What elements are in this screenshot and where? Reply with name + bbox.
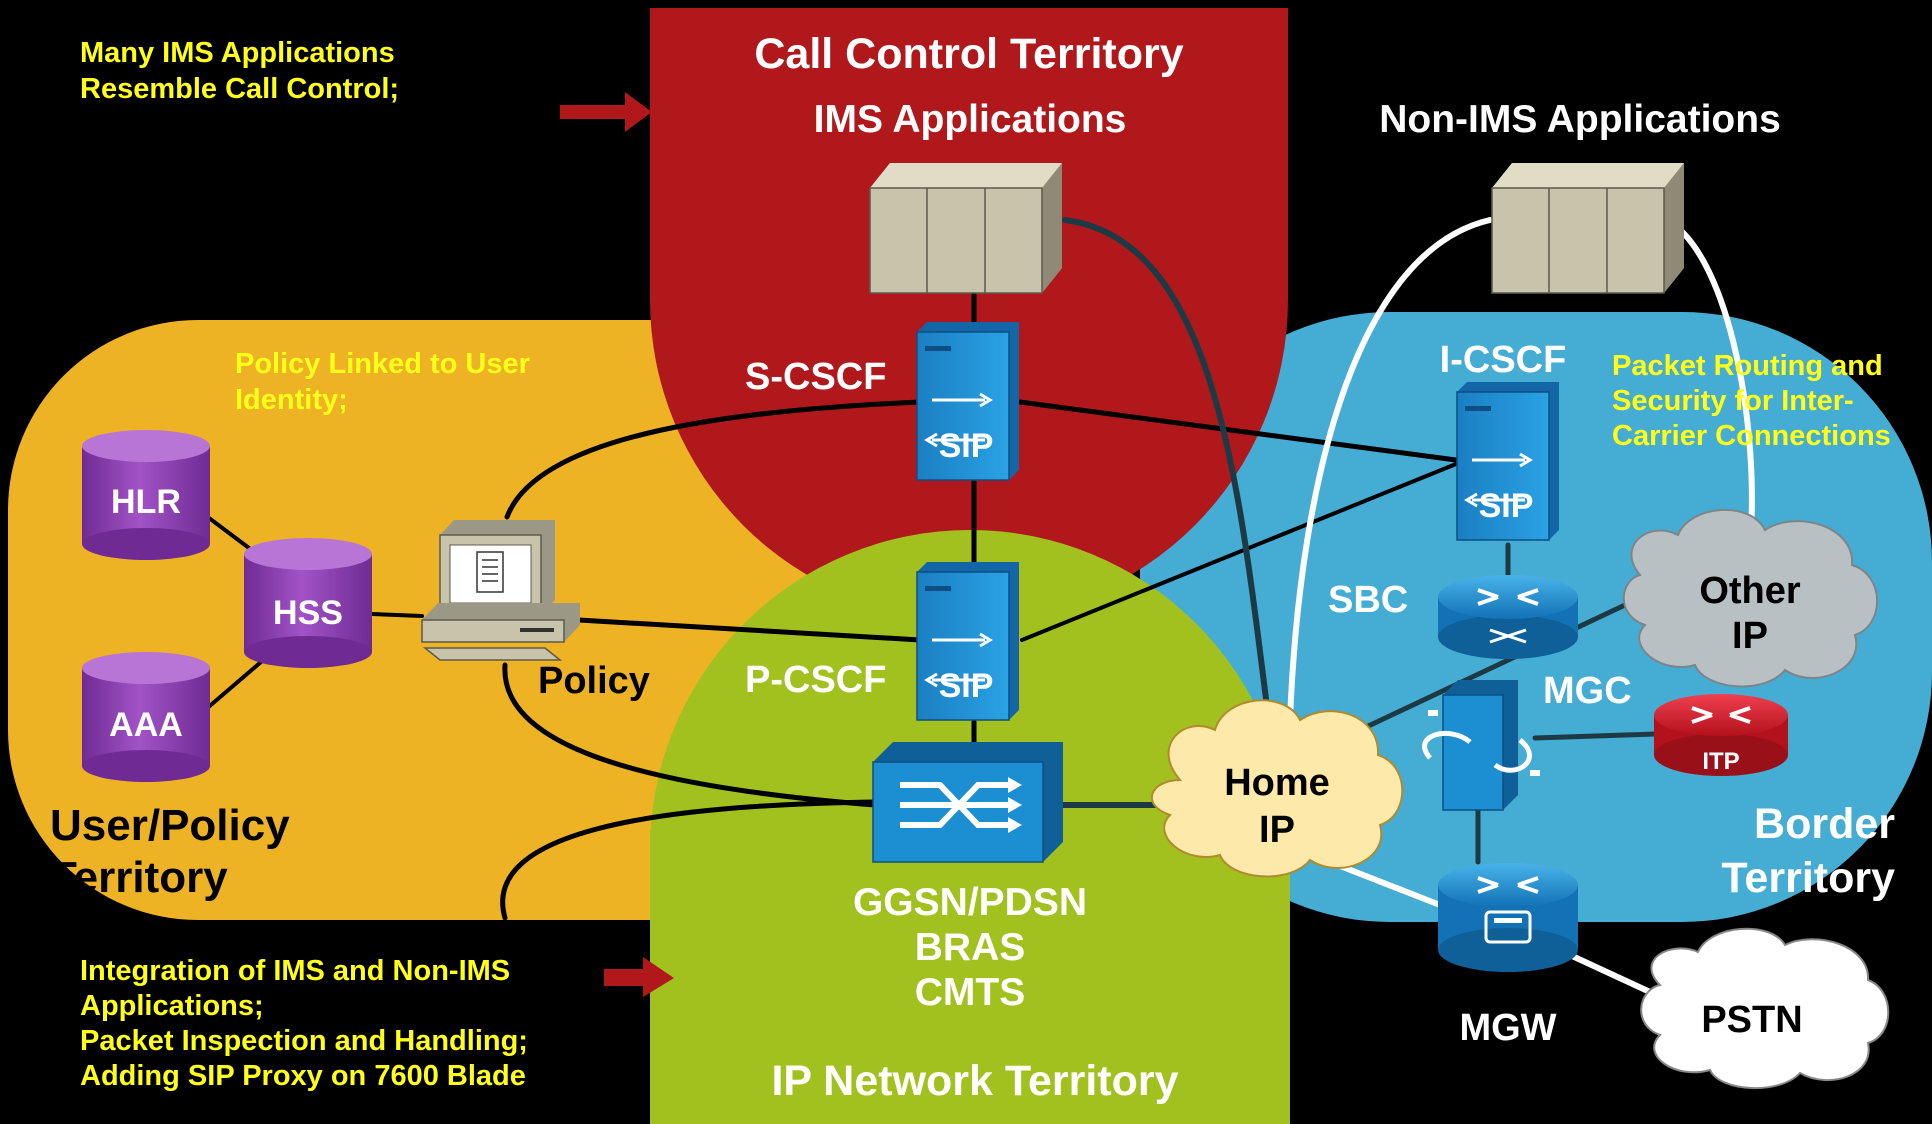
ggsn-switch-icon bbox=[872, 742, 1063, 863]
annotation-bottom-left-line4: Adding SIP Proxy on 7600 Blade bbox=[80, 1060, 526, 1092]
itp-label: ITP bbox=[1702, 748, 1739, 775]
ip-network-territory-base bbox=[650, 830, 1290, 1124]
hlr-database bbox=[82, 430, 210, 560]
arrow-top-left bbox=[560, 92, 652, 132]
border-title-line2: Territory bbox=[1721, 854, 1895, 902]
sbc-label: SBC bbox=[1328, 579, 1408, 621]
hlr-label: HLR bbox=[111, 483, 181, 521]
ims-applications-server bbox=[869, 163, 1062, 294]
policy-workstation-icon bbox=[421, 520, 580, 661]
other-ip-cloud bbox=[1622, 509, 1879, 688]
home-ip-cloud bbox=[1150, 699, 1404, 878]
other-ip-label-line1: Other bbox=[1699, 570, 1801, 612]
p-cscf-sip-server bbox=[916, 562, 1019, 721]
annotation-packet-line2: Security for Inter- bbox=[1612, 385, 1854, 417]
i-cscf-sip-badge: SIP bbox=[1479, 487, 1534, 525]
home-ip-label-line2: IP bbox=[1259, 809, 1295, 851]
annotation-policy-line1: Policy Linked to User bbox=[235, 348, 530, 380]
annotation-policy-line2: Identity; bbox=[235, 384, 348, 416]
annotation-top-left-line2: Resemble Call Control; bbox=[80, 73, 399, 105]
annotation-bottom-left-line3: Packet Inspection and Handling; bbox=[80, 1025, 528, 1057]
itp-router-icon bbox=[1654, 694, 1788, 776]
mgc-controller-icon bbox=[1422, 680, 1540, 811]
link-ims-app-homeip bbox=[1062, 217, 1273, 733]
policy-label: Policy bbox=[538, 660, 650, 702]
white-link-homeip-mgw bbox=[1327, 859, 1443, 908]
gateway-label-line3: CMTS bbox=[915, 971, 1026, 1014]
gateway-label-line1: GGSN/PDSN bbox=[853, 881, 1087, 924]
mgc-label: MGC bbox=[1543, 670, 1632, 712]
border-title-line1: Border bbox=[1754, 800, 1895, 848]
p-cscf-sip-badge: SIP bbox=[939, 667, 994, 705]
link-hss-policy bbox=[370, 612, 424, 618]
link-pcscf-icscf bbox=[1020, 462, 1458, 642]
s-cscf-sip-server bbox=[916, 322, 1019, 481]
white-link-mgw-pstn bbox=[1567, 952, 1653, 995]
annotation-bottom-left-line1: Integration of IMS and Non-IMS bbox=[80, 955, 510, 987]
user-policy-title-line1: User/Policy bbox=[50, 801, 290, 850]
s-cscf-sip-badge: SIP bbox=[939, 427, 994, 465]
mgw-label: MGW bbox=[1459, 1007, 1556, 1049]
ip-network-title: IP Network Territory bbox=[771, 1057, 1178, 1105]
non-ims-applications-server bbox=[1491, 163, 1684, 294]
annotation-packet-line1: Packet Routing and bbox=[1612, 350, 1883, 382]
s-cscf-label: S-CSCF bbox=[745, 356, 886, 398]
link-scscf-icscf bbox=[1017, 399, 1459, 463]
annotation-arrows bbox=[560, 92, 674, 997]
sbc-router-icon bbox=[1438, 575, 1578, 659]
link-policy-ggsn bbox=[502, 662, 878, 808]
link-policy-pcscf bbox=[542, 615, 923, 643]
annotation-bottom-left-line2: Applications; bbox=[80, 990, 264, 1022]
white-link-nonims-otherip bbox=[1667, 219, 1755, 548]
pstn-cloud bbox=[1640, 927, 1890, 1090]
i-cscf-label: I-CSCF bbox=[1440, 339, 1567, 381]
ims-applications-label: IMS Applications bbox=[814, 98, 1127, 141]
pstn-label: PSTN bbox=[1701, 999, 1802, 1041]
home-ip-label-line1: Home bbox=[1224, 762, 1330, 804]
aaa-database bbox=[82, 652, 210, 782]
arrow-bottom-left bbox=[604, 957, 674, 997]
gateway-label-line2: BRAS bbox=[915, 926, 1026, 969]
user-policy-title-line2: Territory bbox=[50, 853, 228, 902]
i-cscf-sip-server bbox=[1456, 382, 1559, 541]
other-ip-label-line2: IP bbox=[1732, 615, 1768, 657]
call-control-title: Call Control Territory bbox=[754, 30, 1183, 78]
hss-database bbox=[244, 538, 372, 668]
non-ims-applications-label: Non-IMS Applications bbox=[1379, 98, 1781, 141]
p-cscf-label: P-CSCF bbox=[745, 659, 886, 701]
call-control-territory bbox=[650, 8, 1288, 619]
link-policy-scscf bbox=[504, 399, 923, 520]
aaa-label: AAA bbox=[109, 706, 183, 744]
annotation-packet-line3: Carrier Connections bbox=[1612, 420, 1891, 452]
link-mgc-itp bbox=[1532, 731, 1658, 741]
link-ggsn-user-territory bbox=[500, 799, 878, 921]
mgw-gateway-icon bbox=[1438, 863, 1578, 972]
annotation-top-left-line1: Many IMS Applications bbox=[80, 37, 395, 69]
white-link-homeip-nonims bbox=[1287, 217, 1493, 723]
hss-label: HSS bbox=[273, 594, 343, 632]
